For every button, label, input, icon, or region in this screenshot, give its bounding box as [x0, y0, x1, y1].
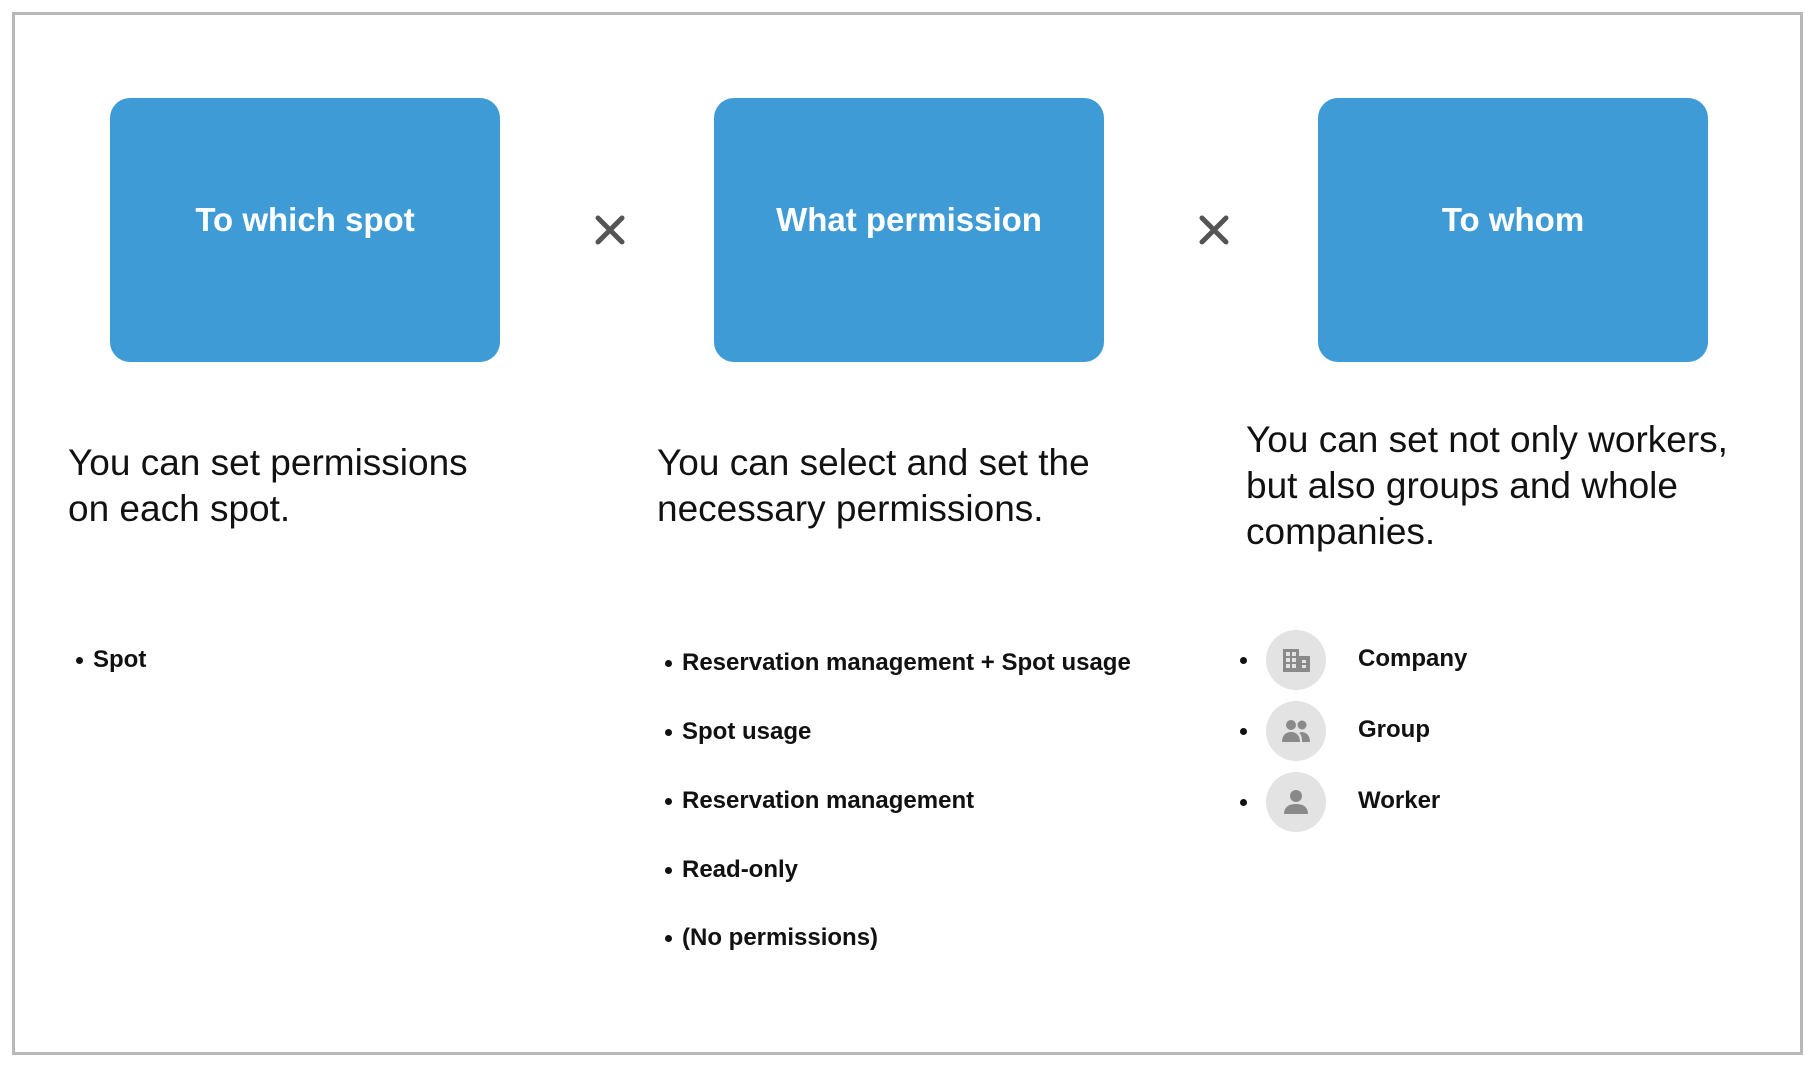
entity-worker: Worker [1240, 772, 1640, 834]
list-item: Reservation management + Spot usage [665, 648, 1131, 678]
box-title: To whom [1441, 201, 1585, 238]
entity-label: Company [1358, 645, 1468, 672]
box-title: What permission [776, 201, 1042, 238]
building-icon [1266, 630, 1326, 690]
list-item: (No permissions) [665, 923, 1131, 953]
description-line: You can set permissions [68, 442, 468, 483]
bullet [1240, 799, 1247, 806]
entity-group: Group [1240, 701, 1640, 763]
box-title: To which spot [195, 201, 415, 238]
description-spot: You can set permissions on each spot. [68, 440, 468, 532]
description-line: necessary permissions. [657, 488, 1044, 529]
list-item: Spot usage [665, 717, 1131, 747]
permission-list: Reservation management + Spot usage Spot… [665, 648, 1131, 953]
description-line: You can select and set the [657, 442, 1090, 483]
person-icon [1266, 772, 1326, 832]
list-item: Spot [76, 645, 146, 675]
multiply-icon [1194, 210, 1234, 250]
list-item: Read-only [665, 855, 1131, 885]
description-permission: You can select and set the necessary per… [657, 440, 1090, 532]
list-item: Reservation management [665, 786, 1131, 816]
entity-label: Group [1358, 716, 1430, 743]
box-what-permission: What permission [714, 98, 1104, 362]
box-to-whom: To whom [1318, 98, 1708, 362]
entity-company: Company [1240, 630, 1640, 692]
description-line: companies. [1246, 511, 1436, 552]
entity-label: Worker [1358, 787, 1441, 814]
bullet [1240, 728, 1247, 735]
description-line: but also groups and whole [1246, 465, 1678, 506]
bullet [1240, 657, 1247, 664]
group-icon [1266, 701, 1326, 761]
description-line: You can set not only workers, [1246, 419, 1728, 460]
spot-list: Spot [76, 645, 146, 675]
multiply-icon [590, 210, 630, 250]
description-line: on each spot. [68, 488, 291, 529]
box-to-which-spot: To which spot [110, 98, 500, 362]
description-whom: You can set not only workers, but also g… [1246, 417, 1728, 555]
